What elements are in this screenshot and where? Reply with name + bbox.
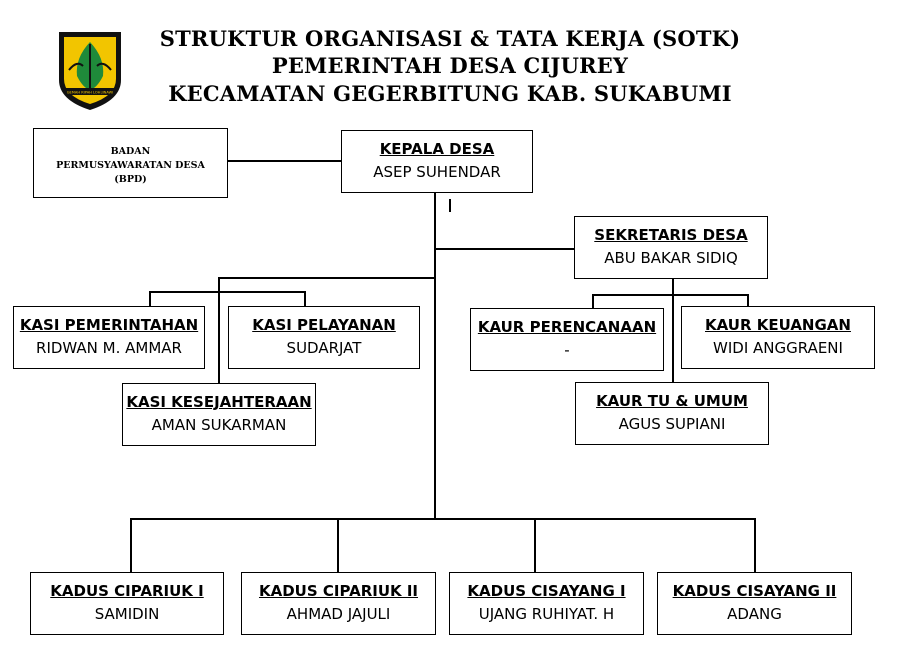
connector-kasi-sub-bar — [149, 291, 305, 293]
kaur-keuangan-position: KAUR KEUANGAN — [705, 316, 851, 334]
connector-kaur-stem — [672, 278, 674, 383]
kadus-cisayang-1-position: KADUS CISAYANG I — [467, 582, 626, 600]
kasi-kesejahteraan-position: KASI KESEJAHTERAAN — [126, 393, 312, 411]
bpd-label-2: PERMUSYAWARATAN DESA — [56, 160, 205, 171]
kadus-cipariuk-2-box: KADUS CIPARIUK II AHMAD JAJULI — [241, 572, 436, 635]
kasi-pemerintahan-position: KASI PEMERINTAHAN — [19, 316, 199, 334]
bpd-box: BADAN PERMUSYAWARATAN DESA (BPD) — [33, 128, 228, 198]
connector-tick — [449, 199, 451, 212]
kadus-cipariuk-2-name: AHMAD JAJULI — [286, 605, 391, 623]
kaur-keuangan-name: WIDI ANGGRAENI — [713, 339, 843, 357]
kasi-kesejahteraan-box: KASI KESEJAHTERAAN AMAN SUKARMAN — [122, 383, 316, 446]
connector-kasi-pem — [149, 291, 151, 306]
kadus-cisayang-2-position: KADUS CISAYANG II — [672, 582, 837, 600]
connector-kadus-bar — [130, 518, 755, 520]
kasi-pelayanan-name: SUDARJAT — [286, 339, 362, 357]
connector-kaur-per — [592, 294, 594, 308]
kaur-perencanaan-position: KAUR PERENCANAAN — [477, 318, 657, 336]
connector-kadus-4 — [754, 518, 756, 573]
connector-kasi-pel — [304, 291, 306, 306]
sekretaris-position: SEKRETARIS DESA — [594, 226, 748, 244]
regency-emblem-icon: GEMAH RIPAH LOH JINAWI — [59, 32, 121, 110]
emblem-motto: GEMAH RIPAH LOH JINAWI — [67, 91, 114, 95]
kasi-kesejahteraan-name: AMAN SUKARMAN — [151, 416, 287, 434]
connector-bpd-kepala — [227, 160, 341, 162]
kasi-pemerintahan-name: RIDWAN M. AMMAR — [36, 339, 182, 357]
kepala-desa-box: KEPALA DESA ASEP SUHENDAR — [341, 130, 533, 193]
connector-kadus-3 — [534, 518, 536, 573]
page-title: STRUKTUR ORGANISASI & TATA KERJA (SOTK) — [159, 26, 741, 51]
sekretaris-name: ABU BAKAR SIDIQ — [604, 249, 738, 267]
connector-kasi-bar — [218, 277, 435, 279]
kasi-pelayanan-box: KASI PELAYANAN SUDARJAT — [228, 306, 420, 369]
kadus-cipariuk-1-name: SAMIDIN — [94, 605, 160, 623]
connector-to-sekretaris — [434, 248, 574, 250]
kadus-cipariuk-1-position: KADUS CIPARIUK I — [50, 582, 204, 600]
kepala-desa-name: ASEP SUHENDAR — [373, 163, 501, 181]
kaur-perencanaan-name: - — [564, 341, 570, 359]
bpd-label-3: (BPD) — [114, 174, 147, 185]
page-subtitle: PEMERINTAH DESA CIJUREY — [271, 53, 629, 78]
kaur-tu-umum-box: KAUR TU & UMUM AGUS SUPIANI — [575, 382, 769, 445]
kadus-cisayang-2-name: ADANG — [727, 605, 782, 623]
kadus-cipariuk-1-box: KADUS CIPARIUK I SAMIDIN — [30, 572, 224, 635]
kepala-desa-position: KEPALA DESA — [379, 140, 495, 158]
connector-kaur-bar — [592, 294, 748, 296]
sekretaris-desa-box: SEKRETARIS DESA ABU BAKAR SIDIQ — [574, 216, 768, 279]
kasi-pelayanan-position: KASI PELAYANAN — [252, 316, 396, 334]
kadus-cipariuk-2-position: KADUS CIPARIUK II — [258, 582, 419, 600]
kadus-cisayang-1-box: KADUS CISAYANG I UJANG RUHIYAT. H — [449, 572, 644, 635]
connector-kasi-stem — [218, 277, 220, 385]
kadus-cisayang-2-box: KADUS CISAYANG II ADANG — [657, 572, 852, 635]
kaur-tu-umum-position: KAUR TU & UMUM — [596, 392, 748, 410]
connector-main-trunk — [434, 192, 436, 519]
bpd-label-1: BADAN — [110, 146, 151, 157]
kaur-tu-umum-name: AGUS SUPIANI — [618, 415, 726, 433]
kaur-keuangan-box: KAUR KEUANGAN WIDI ANGGRAENI — [681, 306, 875, 369]
connector-kadus-2 — [337, 518, 339, 573]
kasi-pemerintahan-box: KASI PEMERINTAHAN RIDWAN M. AMMAR — [13, 306, 205, 369]
page-subtitle-2: KECAMATAN GEGERBITUNG KAB. SUKABUMI — [168, 81, 732, 106]
kaur-perencanaan-box: KAUR PERENCANAAN - — [470, 308, 664, 371]
kadus-cisayang-1-name: UJANG RUHIYAT. H — [478, 605, 615, 623]
connector-kaur-keu — [747, 294, 749, 308]
connector-kadus-1 — [130, 518, 132, 573]
